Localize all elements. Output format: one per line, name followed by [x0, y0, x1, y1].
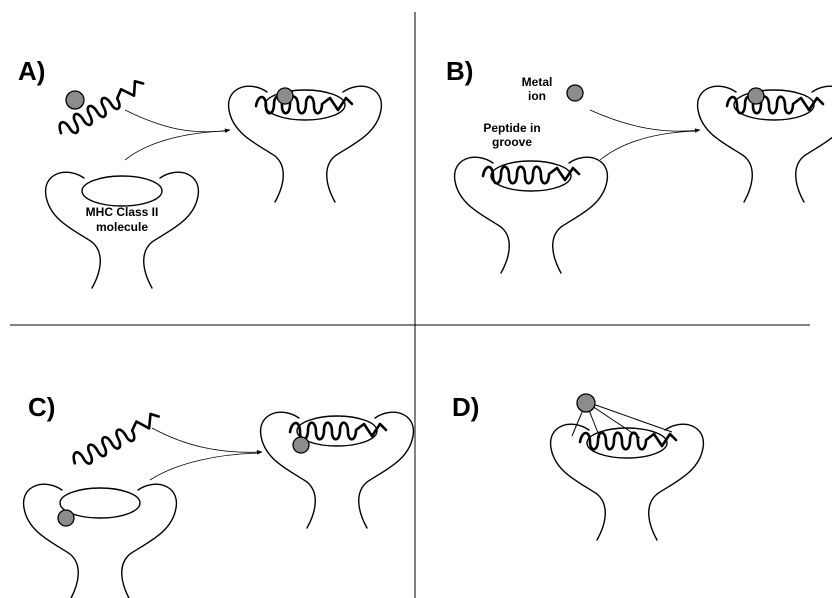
panel-c-bound-metal-ion	[293, 437, 309, 453]
panel-d-mhc	[551, 424, 704, 540]
panel-a-metal-ion	[66, 91, 84, 109]
panel-c-loaded-mhc	[261, 412, 414, 528]
panel-c-metal-mhc	[24, 484, 177, 598]
panel-c-free-peptide	[70, 410, 163, 470]
panel-a-bound-peptide	[256, 97, 352, 114]
panel-b-peptide-label-line1: Peptide in	[483, 121, 540, 135]
panel-b-groove-peptide	[483, 167, 579, 184]
panel-c-arrow-bottom	[150, 453, 260, 480]
panel-b-label: B)	[446, 56, 473, 86]
panel-a-arrow-bottom	[125, 131, 228, 160]
mhc-label-line1: MHC Class II	[86, 205, 159, 219]
panel-c-arrow-top	[152, 428, 262, 452]
panel-b-arrow-bottom	[600, 131, 698, 160]
panel-b-metal-label-line1: Metal	[522, 75, 553, 89]
panel-b-arrow-top	[590, 110, 700, 131]
panel-c: C)	[24, 392, 414, 598]
panel-b-peptide-mhc	[455, 157, 608, 273]
panel-b: B) Metal ion Peptide in groove	[446, 56, 832, 273]
panel-b-metal-label-line2: ion	[528, 89, 546, 103]
panel-d-label: D)	[452, 392, 479, 422]
panel-b-free-metal-ion	[567, 85, 583, 101]
panel-c-bound-peptide	[290, 423, 386, 440]
panel-a-free-peptide	[56, 77, 147, 139]
panel-a: A) MHC Class II molecule	[18, 56, 381, 288]
panel-a-bound-metal-ion	[277, 88, 293, 104]
panel-a-arrow-top	[125, 110, 230, 132]
panel-a-label: A)	[18, 56, 45, 86]
panel-c-label: C)	[28, 392, 55, 422]
panel-b-bound-metal-ion	[748, 88, 764, 104]
panel-b-bound-peptide	[727, 97, 823, 114]
panel-d-metal-ion	[577, 394, 595, 412]
panel-d: D)	[452, 392, 703, 540]
mhc-label-line2: molecule	[96, 220, 148, 234]
panel-c-groove-metal-ion	[58, 510, 74, 526]
panel-b-peptide-label-line2: groove	[492, 135, 532, 149]
